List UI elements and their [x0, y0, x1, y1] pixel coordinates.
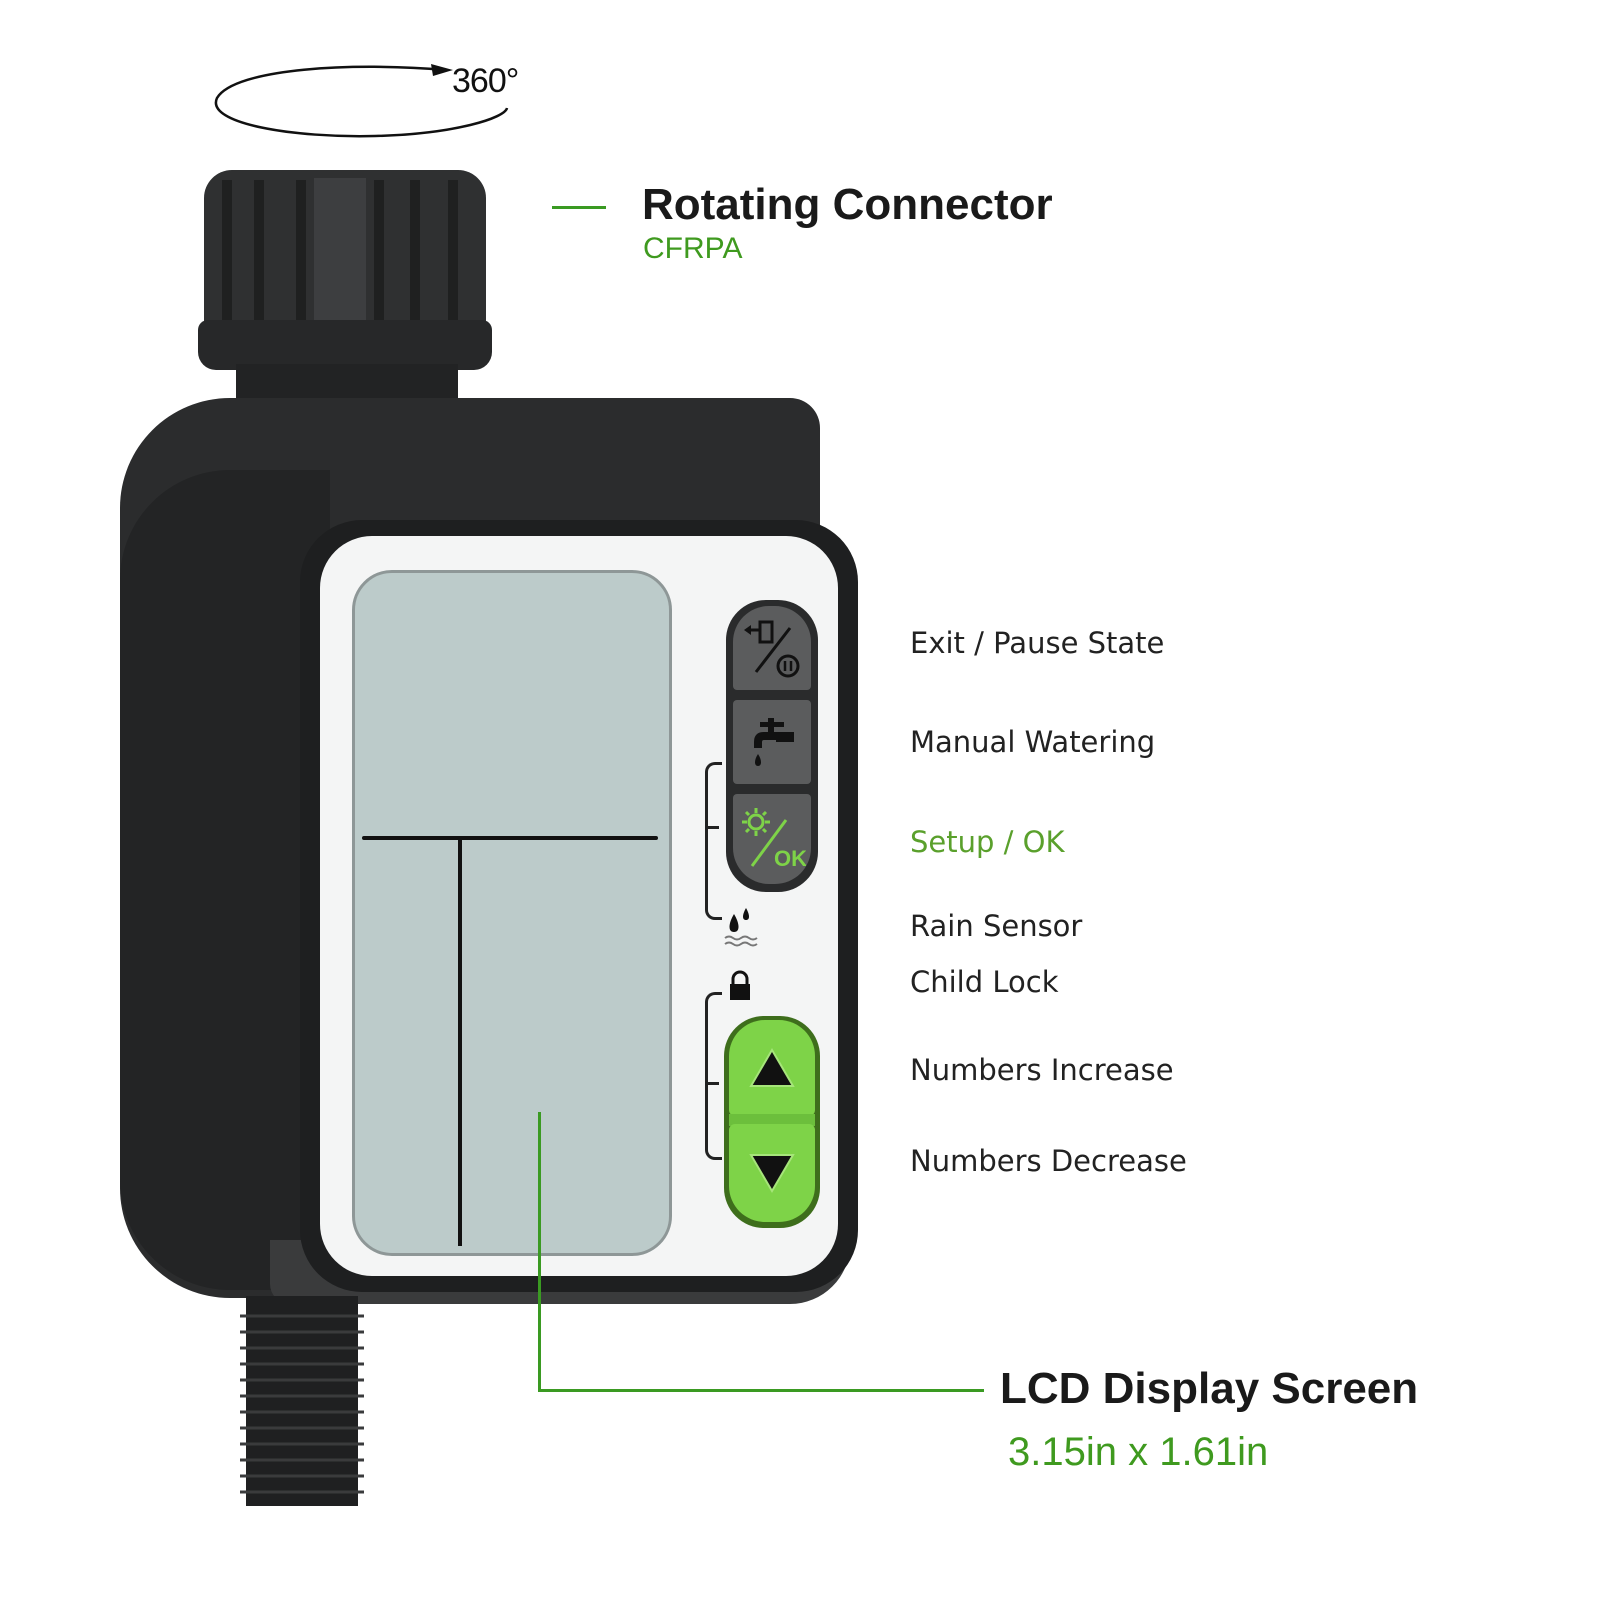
exit-pause-icon	[744, 620, 800, 678]
rotate-arrow-icon	[214, 64, 509, 138]
rotating-connector-nut	[204, 170, 486, 330]
label-setup-ok: Setup / OK	[910, 825, 1065, 859]
label-rain-sensor: Rain Sensor	[910, 909, 1083, 943]
combo-bracket-child-lock	[705, 992, 722, 1160]
callout-line-connector	[552, 206, 606, 209]
lcd-segment-vertical	[458, 838, 462, 1246]
triangle-down-icon	[749, 1154, 795, 1193]
lock-icon	[730, 970, 750, 1000]
lcd-display-title: LCD Display Screen	[1000, 1364, 1419, 1413]
increase-button[interactable]	[729, 1020, 815, 1116]
triangle-up-icon	[749, 1048, 795, 1087]
lcd-display-screen	[352, 570, 672, 1256]
label-exit-pause: Exit / Pause State	[910, 626, 1165, 660]
button-seam	[729, 1114, 815, 1126]
lcd-segment-horizontal	[362, 836, 658, 840]
manual-watering-button[interactable]	[733, 700, 811, 784]
callout-line-lcd-vertical	[538, 1112, 541, 1392]
rain-sensor-icon	[724, 908, 758, 947]
svg-text:OK: OK	[774, 846, 806, 871]
lcd-display-dimensions: 3.15in x 1.61in	[1008, 1430, 1269, 1474]
bracket-tick	[705, 826, 719, 829]
connector-collar	[198, 320, 492, 370]
bracket-tick	[705, 1082, 719, 1085]
faucet-icon	[754, 718, 794, 766]
setup-ok-button[interactable]: OK	[733, 794, 811, 884]
rotating-connector-subtitle: CFRPA	[643, 232, 743, 265]
threaded-outlet-connector	[240, 1296, 364, 1506]
combo-bracket-rain-sensor	[705, 762, 722, 920]
label-manual-watering: Manual Watering	[910, 725, 1156, 759]
decrease-button[interactable]	[729, 1124, 815, 1222]
label-numbers-increase: Numbers Increase	[910, 1053, 1174, 1087]
label-child-lock: Child Lock	[910, 965, 1059, 999]
device-body-side	[120, 470, 330, 1290]
rotating-connector-title: Rotating Connector	[642, 180, 1053, 229]
callout-line-lcd-horizontal	[538, 1389, 984, 1392]
gear-ok-icon: OK	[742, 808, 806, 871]
label-numbers-decrease: Numbers Decrease	[910, 1144, 1187, 1178]
exit-pause-button[interactable]	[733, 606, 811, 690]
rotation-degree-label: 360°	[452, 62, 519, 100]
